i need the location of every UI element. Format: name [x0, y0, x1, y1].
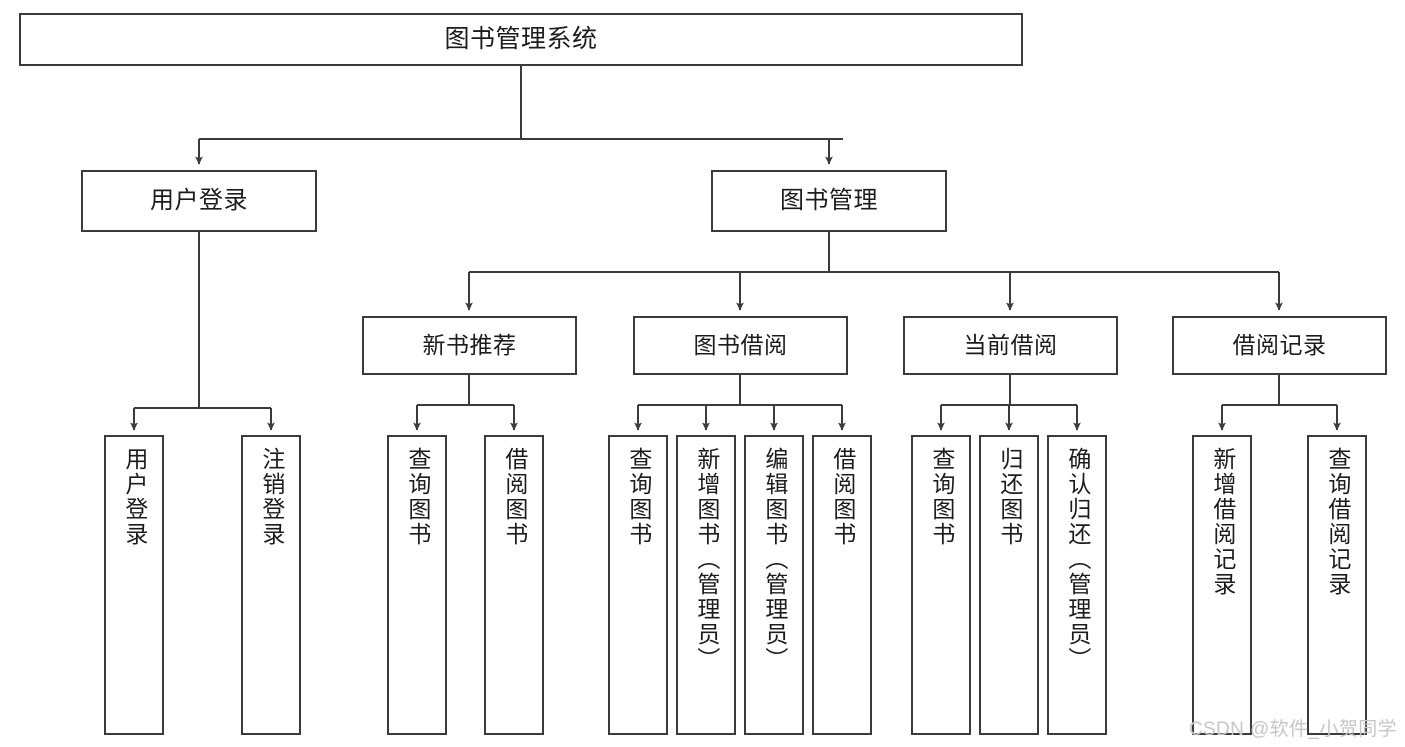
- node-label: 用户登录: [150, 187, 248, 215]
- node-label: 用户登录: [121, 447, 148, 547]
- node-label: 查询图书: [928, 447, 955, 547]
- leaf-borrow-book-new-recommend[interactable]: 借阅图书: [484, 435, 544, 735]
- leaf-query-book-current[interactable]: 查询图书: [911, 435, 971, 735]
- node-label: 查询借阅记录: [1324, 447, 1351, 597]
- node-current-borrowing[interactable]: 当前借阅: [903, 316, 1118, 375]
- node-label: 图书管理: [780, 187, 878, 215]
- leaf-return-book[interactable]: 归还图书: [979, 435, 1039, 735]
- leaf-user-login[interactable]: 用户登录: [104, 435, 164, 735]
- node-label: 注销登录: [258, 447, 285, 547]
- node-label: 借阅图书: [829, 447, 856, 547]
- leaf-query-book-borrowing[interactable]: 查询图书: [608, 435, 668, 735]
- leaf-query-borrow-record[interactable]: 查询借阅记录: [1307, 435, 1367, 735]
- node-book-borrowing[interactable]: 图书借阅: [633, 316, 848, 375]
- leaf-query-book-new-recommend[interactable]: 查询图书: [387, 435, 447, 735]
- node-label: 查询图书: [404, 447, 431, 547]
- leaf-logout[interactable]: 注销登录: [241, 435, 301, 735]
- node-book-management[interactable]: 图书管理: [711, 170, 947, 232]
- node-borrowing-record[interactable]: 借阅记录: [1172, 316, 1387, 375]
- leaf-borrow-book-borrowing[interactable]: 借阅图书: [812, 435, 872, 735]
- node-label: 新书推荐: [422, 332, 517, 359]
- node-label: 新增图书（管理员）: [693, 447, 720, 672]
- leaf-add-borrow-record[interactable]: 新增借阅记录: [1192, 435, 1252, 735]
- node-label: 图书借阅: [693, 332, 788, 359]
- node-label: 确认归还（管理员）: [1064, 447, 1091, 672]
- watermark-text: CSDN @软件_小贺同学: [1188, 719, 1397, 740]
- node-label: 借阅图书: [501, 447, 528, 547]
- node-label: 当前借阅: [963, 332, 1058, 359]
- node-label: 编辑图书（管理员）: [761, 447, 788, 672]
- leaf-edit-book-admin[interactable]: 编辑图书（管理员）: [744, 435, 804, 735]
- node-new-book-recommendation[interactable]: 新书推荐: [362, 316, 577, 375]
- leaf-confirm-return-admin[interactable]: 确认归还（管理员）: [1047, 435, 1107, 735]
- node-label: 借阅记录: [1232, 332, 1327, 359]
- node-root-library-management-system[interactable]: 图书管理系统: [19, 13, 1023, 66]
- leaf-add-book-admin[interactable]: 新增图书（管理员）: [676, 435, 736, 735]
- node-label: 新增借阅记录: [1209, 447, 1236, 597]
- node-label: 归还图书: [996, 447, 1023, 547]
- node-label: 查询图书: [625, 447, 652, 547]
- node-label: 图书管理系统: [444, 25, 598, 54]
- node-user-login[interactable]: 用户登录: [81, 170, 317, 232]
